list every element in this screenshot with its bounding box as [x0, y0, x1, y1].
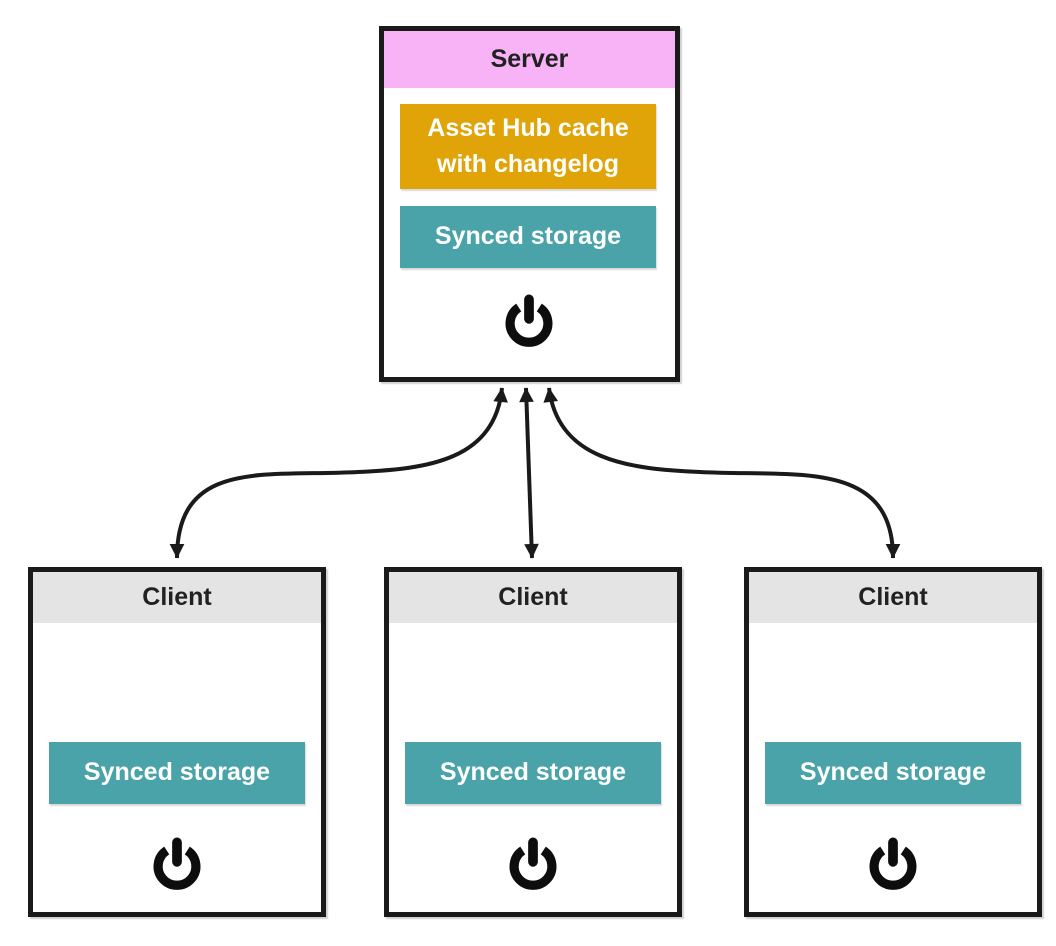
server-header: Server [384, 31, 675, 88]
client-label: Client [858, 583, 928, 611]
server-label: Server [490, 45, 569, 73]
power-icon [506, 837, 560, 891]
server-synced-storage-label: Synced storage [434, 222, 622, 251]
client-label: Client [142, 583, 212, 611]
client-header: Client [749, 572, 1037, 623]
server-synced-storage-chip: Synced storage [400, 206, 656, 268]
arrow-server-client-right [543, 387, 901, 559]
power-icon [502, 294, 556, 348]
client-synced-storage-chip: Synced storage [49, 742, 305, 804]
asset-hub-cache-chip: Asset Hub cache with changelog [400, 104, 656, 189]
client-synced-storage-chip: Synced storage [405, 742, 661, 804]
client-header: Client [389, 572, 677, 623]
client-node-right: Client Synced storage [744, 567, 1042, 917]
client-label: Client [498, 583, 568, 611]
client-node-left: Client Synced storage [28, 567, 326, 917]
arrow-server-client-middle [519, 387, 539, 559]
power-icon [866, 837, 920, 891]
client-synced-storage-label: Synced storage [799, 758, 987, 787]
power-icon [150, 837, 204, 891]
arrow-server-client-left [169, 387, 508, 559]
client-synced-storage-label: Synced storage [439, 758, 627, 787]
client-synced-storage-chip: Synced storage [765, 742, 1021, 804]
client-synced-storage-label: Synced storage [83, 758, 271, 787]
client-header: Client [33, 572, 321, 623]
server-node: Server Asset Hub cache with changelog Sy… [379, 26, 680, 382]
asset-hub-cache-label: Asset Hub cache with changelog [427, 114, 629, 178]
client-node-middle: Client Synced storage [384, 567, 682, 917]
